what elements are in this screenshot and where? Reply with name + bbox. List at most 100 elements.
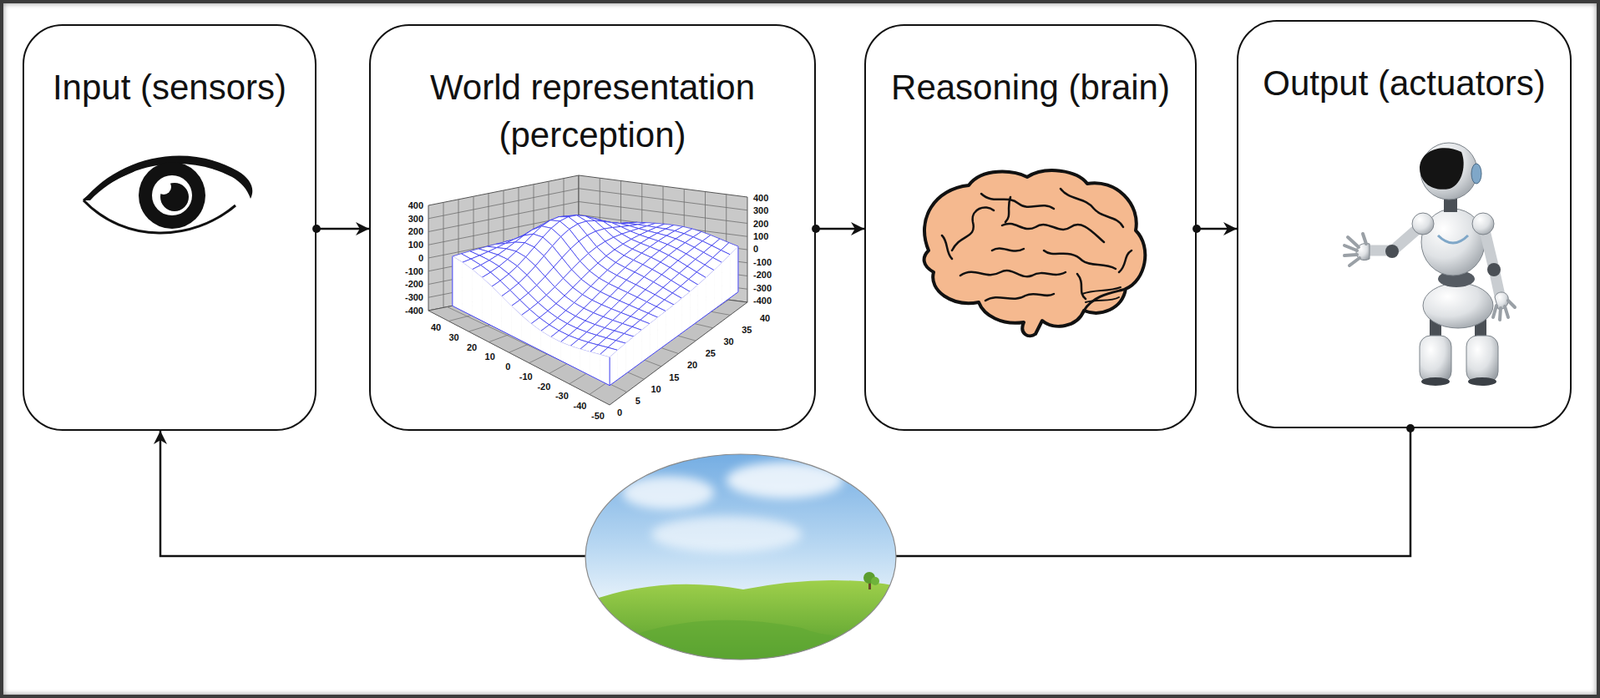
brain-icon <box>960 270 1066 277</box>
process-box: Input (sensors) <box>22 24 317 431</box>
axis-tick-label: 15 <box>668 372 679 383</box>
process-box: Output (actuators) <box>1236 20 1572 429</box>
surface-plot <box>551 337 562 361</box>
axis-tick-label: -200 <box>405 278 424 289</box>
axis-tick-label: -40 <box>572 400 587 411</box>
box-title: Reasoning (brain) <box>891 64 1170 112</box>
brain-icon <box>1082 287 1121 303</box>
brain-icon <box>951 207 994 251</box>
surface-plot <box>511 305 522 341</box>
environment-landscape <box>585 454 897 660</box>
brain-icon <box>992 248 1116 269</box>
axis-tick-label: 0 <box>617 407 623 418</box>
robot-figure <box>1487 263 1501 277</box>
robot-figure <box>1422 283 1494 329</box>
robot-figure <box>1472 212 1494 235</box>
surface-plot <box>729 246 739 299</box>
axis-tick-label: 200 <box>753 218 769 229</box>
brain-icon <box>924 170 1146 336</box>
surface-plot <box>633 329 643 368</box>
brain-icon <box>1060 188 1124 228</box>
axis-tick-label: -50 <box>591 410 605 421</box>
axis-tick-label: 0 <box>753 243 759 254</box>
flow-arrow <box>160 428 1411 557</box>
environment-landscape <box>651 516 802 553</box>
robot-figure <box>1385 244 1399 259</box>
axis-tick-label: 400 <box>408 200 424 211</box>
axis-tick-label: 0 <box>505 361 511 372</box>
surface-plot <box>578 188 748 211</box>
axis-tick-label: -300 <box>753 283 772 294</box>
eye-icon <box>83 155 253 233</box>
surface-plot <box>689 284 699 328</box>
surface-plot <box>665 304 674 345</box>
axis-tick-label: -300 <box>405 292 424 303</box>
surface-plot <box>541 331 552 356</box>
surface-plot <box>698 278 707 322</box>
surface-plot <box>529 292 674 363</box>
axis-tick-label: 35 <box>741 324 752 335</box>
surface-plot <box>471 269 482 321</box>
axis-tick-label: -100 <box>405 266 424 277</box>
environment-landscape <box>584 453 898 664</box>
robot-figure <box>1412 212 1434 235</box>
axis-tick-label: -400 <box>405 305 424 316</box>
brain-icon <box>985 293 1054 301</box>
box-title: Output (actuators) <box>1262 60 1545 108</box>
robot-figure <box>1493 300 1515 320</box>
surface-plot <box>722 254 731 304</box>
surface-plot <box>491 286 502 331</box>
axis-tick-label: 30 <box>723 336 734 347</box>
environment-landscape <box>584 453 898 664</box>
surface-plot <box>609 357 611 386</box>
environment-landscape <box>584 580 898 664</box>
surface-plot <box>462 262 473 316</box>
brain-icon <box>941 235 1132 273</box>
axis-tick-label: 10 <box>650 384 661 395</box>
surface-plot <box>428 175 579 311</box>
surface-plot <box>649 317 659 356</box>
axis-tick-label: 10 <box>485 351 496 362</box>
robot-figure <box>1419 147 1464 190</box>
axis-tick-label: 20 <box>687 359 698 370</box>
robot-figure <box>1468 377 1497 386</box>
box-title: World representation (perception) <box>405 64 781 159</box>
surface-plot <box>578 202 748 224</box>
surface-plot <box>488 288 635 343</box>
axis-tick-label: 200 <box>408 226 424 237</box>
axis-tick-label: 40 <box>430 322 441 333</box>
axis-tick-label: 400 <box>753 192 769 203</box>
environment-landscape <box>617 620 898 664</box>
axis-tick-label: 100 <box>408 239 424 250</box>
axis-tick-label: -30 <box>555 390 569 401</box>
surface-plot <box>452 292 739 386</box>
surface-plot <box>713 262 723 309</box>
surface-plot <box>501 296 512 336</box>
surface-plot <box>452 215 739 358</box>
surface-plot <box>625 336 634 375</box>
axis-tick-label: -10 <box>519 371 533 382</box>
robot-figure <box>1420 142 1478 200</box>
surface-plot <box>428 188 579 219</box>
axis-tick-label: -200 <box>753 269 772 280</box>
brain-icon <box>1005 197 1086 299</box>
axis-tick-label: 100 <box>753 231 769 242</box>
robot-figure <box>1437 235 1469 244</box>
surface-plot <box>682 291 691 333</box>
axis-tick-label: 40 <box>759 313 770 324</box>
surface-plot <box>428 175 748 406</box>
surface-plot <box>560 342 571 366</box>
surface-plot <box>447 307 628 393</box>
process-box: World representation (perception) <box>369 24 816 431</box>
axis-tick-label: 5 <box>635 395 641 406</box>
axis-tick-label: 30 <box>448 332 459 343</box>
environment-landscape <box>726 461 844 499</box>
eye-icon <box>151 175 193 216</box>
surface-plot <box>451 256 453 306</box>
robot-figure <box>1483 227 1500 296</box>
surface-plot <box>642 324 651 363</box>
surface-plot <box>452 256 463 311</box>
robot-figure <box>1344 233 1367 266</box>
brain-icon <box>1002 223 1104 243</box>
